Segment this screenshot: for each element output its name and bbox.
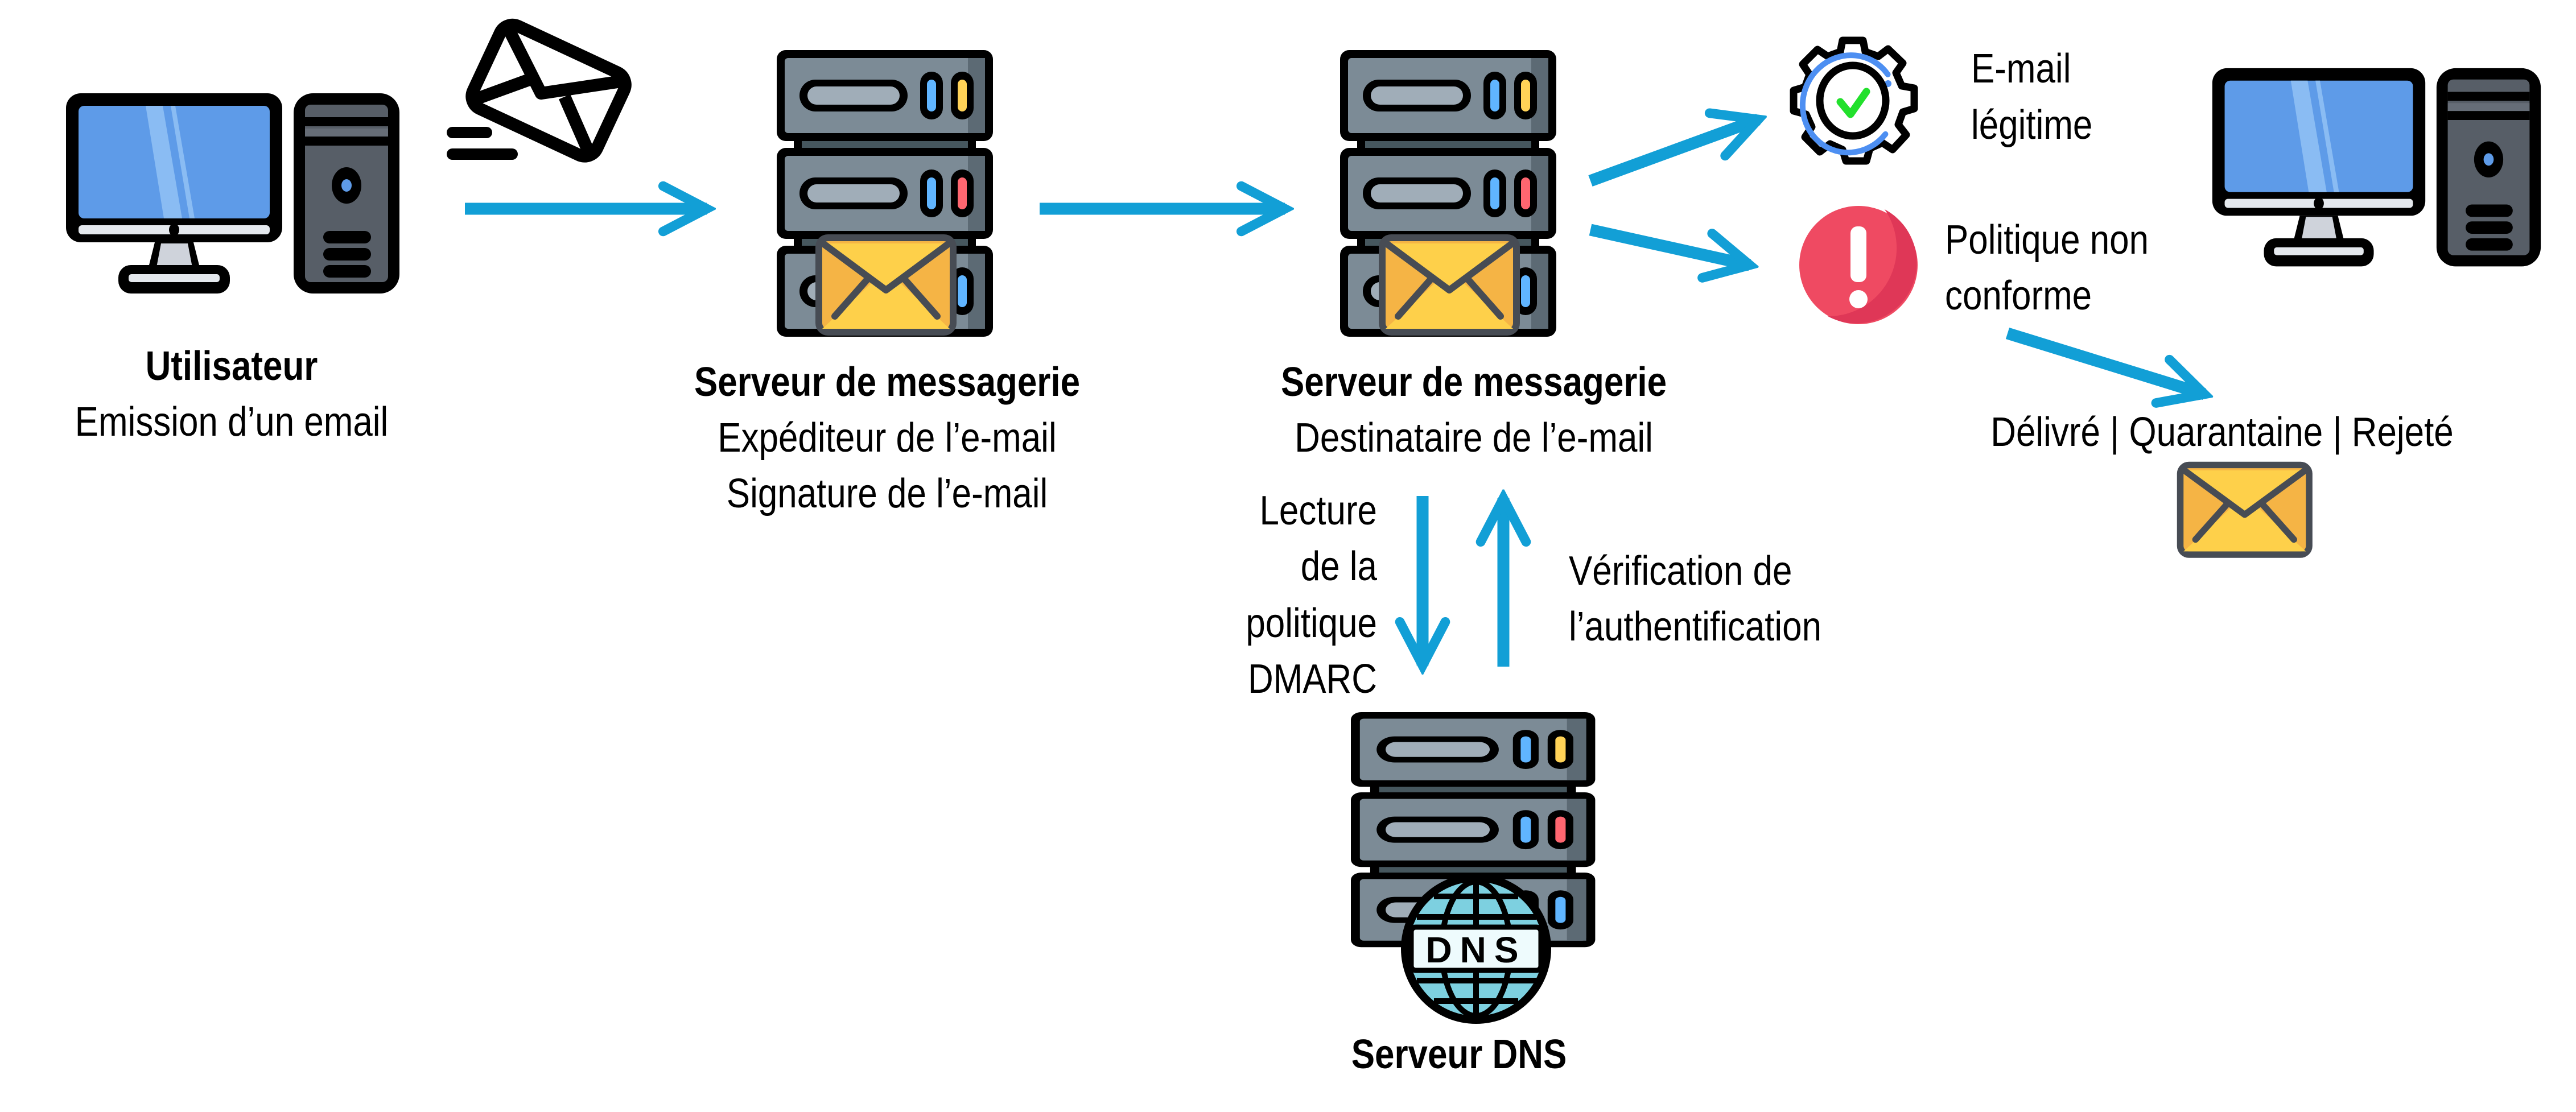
read-policy-line-3: politique — [1246, 601, 1377, 646]
recipient-server-title: Serveur de messagerie — [1280, 359, 1667, 405]
dns-globe-icon: DNS — [1401, 874, 1551, 1024]
gear-check-icon — [1790, 36, 1918, 165]
dns-server-title: Serveur DNS — [1351, 1032, 1567, 1077]
outcome-text: Délivré | Quarantaine | Rejeté — [1990, 410, 2454, 455]
outcome-envelope-icon — [2177, 462, 2313, 558]
sending-envelope-icon — [447, 18, 632, 163]
dns-badge: DNS — [1425, 929, 1526, 970]
noncompliant-line-2: conforme — [1945, 273, 2092, 319]
recipient-mail-server-icon — [1340, 50, 1556, 337]
arrow-to-noncompliant — [1589, 224, 1750, 265]
read-policy-line-1: Lecture — [1259, 488, 1377, 534]
legit-line-2: légitime — [1971, 102, 2093, 148]
arrow-to-legit — [1588, 119, 1758, 187]
user-subtitle: Emission d’un email — [75, 399, 389, 445]
user-title: Utilisateur — [145, 344, 318, 389]
sender-server-line-2: Signature de l’e-mail — [726, 471, 1048, 516]
legit-line-1: E-mail — [1971, 46, 2071, 92]
arrow-to-outcome — [2005, 327, 2204, 394]
auth-check-line-2: l’authentification — [1569, 604, 1822, 650]
read-policy-line-2: de la — [1300, 544, 1377, 589]
read-policy-line-4: DMARC — [1247, 656, 1377, 702]
auth-check-line-1: Vérification de — [1569, 548, 1792, 594]
sender-server-line-1: Expéditeur de l’e-mail — [718, 415, 1057, 461]
sender-mail-server-icon — [777, 50, 993, 337]
sender-server-title: Serveur de messagerie — [694, 359, 1081, 405]
recipient-computer-icon — [2212, 68, 2541, 267]
alert-icon — [1799, 206, 1918, 324]
sender-computer-icon — [66, 93, 399, 293]
noncompliant-line-1: Politique non — [1945, 217, 2149, 263]
recipient-server-line-1: Destinataire de l’e-mail — [1295, 415, 1653, 461]
